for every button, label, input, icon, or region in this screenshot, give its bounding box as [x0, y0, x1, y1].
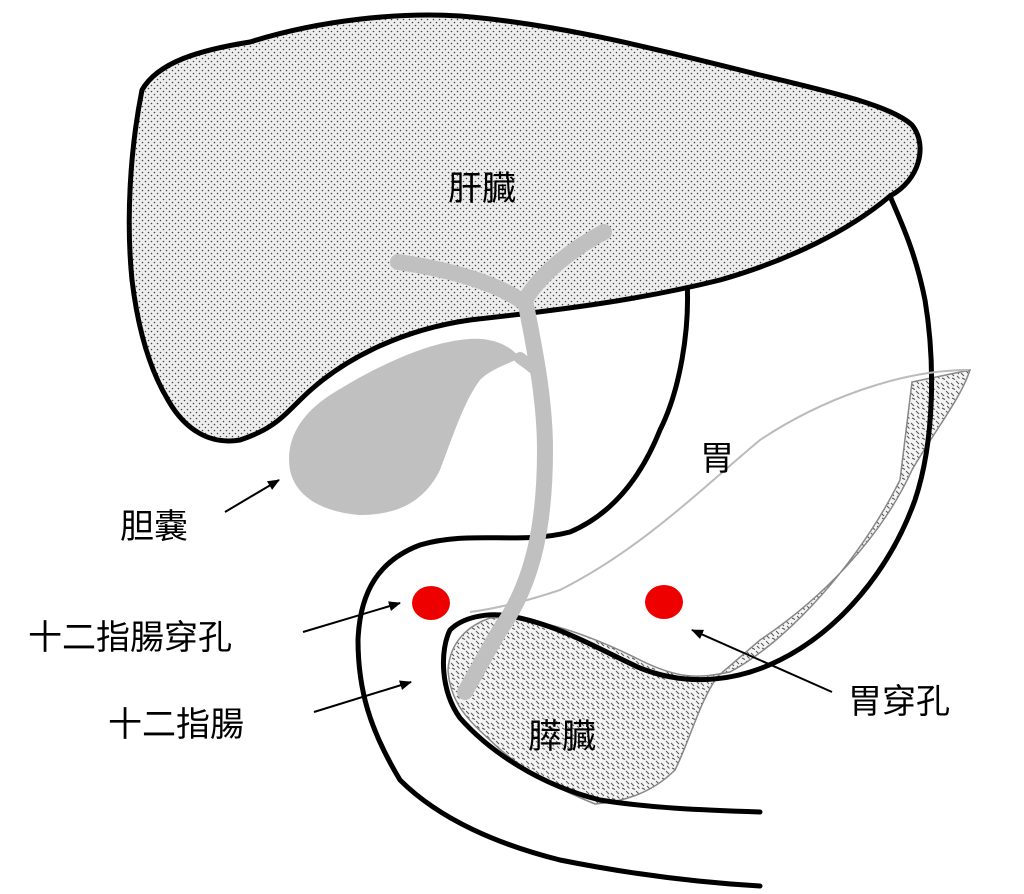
- gallbladder-shape: [289, 338, 520, 515]
- gastric-perforation-label: 胃穿孔: [848, 682, 950, 722]
- liver-label: 肝臓: [448, 169, 516, 209]
- stomach-shape: [355, 193, 935, 889]
- gastric-perforation-arrow: [691, 629, 833, 693]
- pancreas-label: 膵臓: [528, 717, 596, 757]
- stomach-label: 胃: [700, 439, 734, 479]
- duodenal-perforation-label: 十二指腸穿孔: [28, 618, 232, 658]
- pancreas-shape: [447, 369, 972, 805]
- thin-vessel-line: [469, 369, 969, 613]
- bile-duct-left: [390, 254, 528, 308]
- duodenal-perforation-arrow: [302, 601, 401, 633]
- gallbladder-label: 胆嚢: [120, 507, 188, 547]
- gallbladder-arrow: [224, 479, 280, 513]
- duodenum-arrow: [313, 680, 412, 713]
- bile-duct-right: [517, 224, 612, 308]
- duodenum-label: 十二指腸: [108, 705, 244, 745]
- duodenal-perforation-dot: [412, 586, 450, 620]
- gastric-perforation-dot: [645, 585, 683, 619]
- cystic-duct: [514, 352, 546, 380]
- liver-shape: [126, 12, 923, 444]
